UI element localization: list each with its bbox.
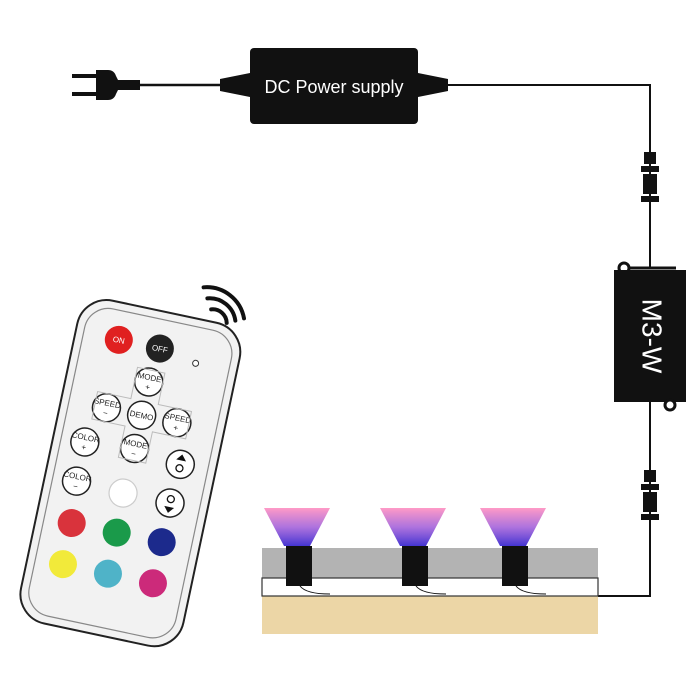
inline-connector-top	[641, 152, 659, 202]
m3-w-controller-label: M3-W	[637, 299, 668, 374]
speed-plus-button[interactable]: SPEED +	[160, 406, 193, 439]
dc-power-supply-label: DC Power supply	[264, 77, 403, 97]
rf-remote: ON OFF MODE + SPEED − DEMO SPEED +	[19, 285, 247, 648]
speed-minus-button[interactable]: SPEED −	[90, 391, 123, 424]
mode-plus-button[interactable]: MODE +	[132, 365, 165, 398]
deck-board	[262, 548, 598, 578]
demo-button[interactable]: DEMO	[125, 399, 158, 432]
dc-cable	[448, 84, 651, 268]
brightness-up-button[interactable]	[164, 448, 197, 481]
brightness-down-icon	[164, 505, 175, 513]
color-plus-button[interactable]: COLOR +	[68, 425, 102, 458]
cable-channel	[261, 577, 599, 597]
brightness-up-icon	[176, 454, 187, 462]
led-light-3	[480, 508, 547, 595]
psu-input-strain-relief	[220, 73, 250, 97]
led-light-2	[380, 508, 447, 595]
yellow-color-button[interactable]	[46, 548, 79, 581]
minus-sign: −	[72, 482, 79, 492]
color-minus-button[interactable]: COLOR −	[60, 464, 94, 497]
green-color-button[interactable]	[100, 516, 133, 549]
led-cable	[598, 402, 651, 597]
inline-connector-bottom	[641, 470, 659, 520]
power-off-button[interactable]: OFF	[143, 332, 176, 365]
power-on-button[interactable]: ON	[102, 323, 135, 356]
brightness-down-button[interactable]	[153, 486, 186, 519]
m3-w-controller: M3-W	[614, 261, 686, 412]
blue-color-button[interactable]	[145, 526, 178, 559]
psu-output-strain-relief	[418, 73, 448, 97]
cyan-color-button[interactable]	[91, 557, 124, 590]
dc-power-supply: DC Power supply	[250, 48, 418, 124]
led-light-1	[264, 508, 331, 595]
red-color-button[interactable]	[55, 506, 88, 539]
dpad-cross	[91, 366, 193, 464]
deck-cross-section	[261, 548, 599, 634]
wireless-signal-icon	[201, 285, 247, 325]
power-off-label: OFF	[151, 343, 169, 355]
plus-sign: +	[80, 442, 87, 452]
plus-sign: +	[172, 423, 179, 433]
indicator-led	[192, 359, 200, 367]
power-on-label: ON	[112, 335, 126, 346]
plus-sign: +	[144, 382, 151, 392]
minus-sign: −	[102, 408, 109, 418]
white-color-button[interactable]	[106, 476, 139, 509]
magenta-color-button[interactable]	[136, 567, 169, 600]
power-plug-icon	[72, 70, 140, 100]
minus-sign: −	[130, 449, 137, 459]
wood-base	[262, 596, 598, 634]
